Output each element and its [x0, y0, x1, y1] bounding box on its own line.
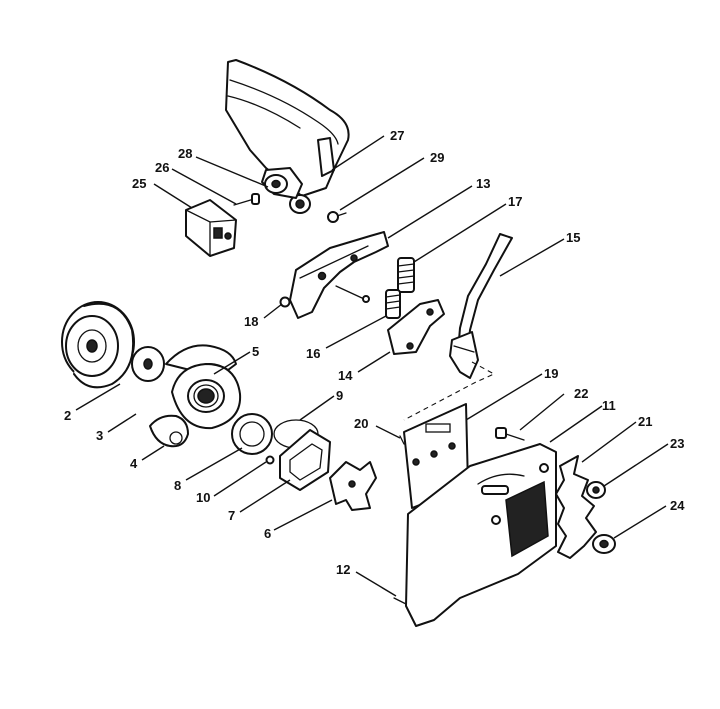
callout-28: 28 — [178, 146, 192, 161]
part-22-screw — [495, 427, 525, 441]
part-23-nut — [586, 481, 606, 499]
callout-9: 9 — [336, 388, 343, 403]
part-5-clutch — [165, 344, 242, 430]
callout-19: 19 — [544, 366, 558, 381]
part-12-pin — [393, 597, 407, 605]
part-21-bumper-spike — [555, 455, 597, 559]
part-7-gasket — [279, 429, 331, 491]
part-4-clutch-shoe — [149, 414, 189, 448]
part-20-pin — [399, 435, 405, 445]
part-29-pin — [327, 211, 347, 223]
callout-3: 3 — [96, 428, 103, 443]
part-2-clutch-drum — [61, 301, 135, 389]
callout-7: 7 — [228, 508, 235, 523]
callout-15: 15 — [566, 230, 580, 245]
callout-10: 10 — [196, 490, 210, 505]
part-13-lever-bracket — [289, 231, 389, 319]
part-26-screw — [233, 193, 260, 206]
part-6-sprocket — [329, 461, 377, 511]
callout-22: 22 — [574, 386, 588, 401]
callout-8: 8 — [174, 478, 181, 493]
part-17-spring — [397, 257, 415, 293]
callout-27: 27 — [390, 128, 404, 143]
callout-25: 25 — [132, 176, 146, 191]
callout-21: 21 — [638, 414, 652, 429]
part-16-spring — [385, 289, 401, 319]
callout-2: 2 — [64, 408, 71, 423]
callout-20: 20 — [354, 416, 368, 431]
callout-12: 12 — [336, 562, 350, 577]
part-8-disc — [231, 413, 273, 455]
part-27-hand-guard — [225, 59, 350, 214]
part-25-pivot-block — [185, 199, 237, 257]
callout-17: 17 — [508, 194, 522, 209]
callout-4: 4 — [130, 456, 138, 471]
part-15-brake-band — [403, 233, 513, 421]
callout-13: 13 — [476, 176, 490, 191]
part-14-latch — [387, 299, 445, 355]
callout-11: 11 — [602, 398, 616, 413]
callout-23: 23 — [670, 436, 684, 451]
callout-29: 29 — [430, 150, 444, 165]
part-10-screw — [265, 455, 275, 465]
callout-labels: 27 28 29 26 25 13 17 15 18 5 16 14 19 9 … — [64, 128, 685, 577]
callout-26: 26 — [155, 160, 169, 175]
callout-16: 16 — [306, 346, 320, 361]
part-11-sprocket-cover — [405, 443, 557, 627]
part-24-nut — [592, 534, 616, 554]
callout-18: 18 — [244, 314, 258, 329]
callout-6: 6 — [264, 526, 271, 541]
part-18-screw — [279, 296, 291, 308]
callout-14: 14 — [338, 368, 353, 383]
part-3-washer — [131, 346, 165, 382]
callout-24: 24 — [670, 498, 685, 513]
callout-5: 5 — [252, 344, 259, 359]
leader-lines — [75, 135, 669, 597]
